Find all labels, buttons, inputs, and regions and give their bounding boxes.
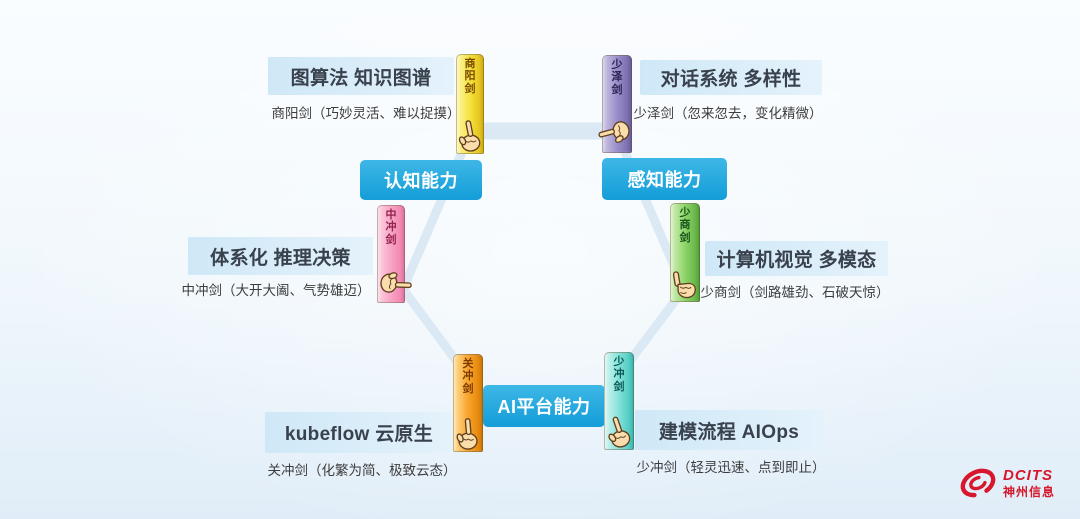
ability-box-ai-platform: AI平台能力 <box>483 385 605 427</box>
dcits-company-name: 神州信息 <box>1003 485 1056 499</box>
sword-bar-zhongchong: 中冲剑 <box>377 205 412 303</box>
capability-title-kubeflow: kubeflow 云原生 <box>265 412 453 453</box>
sword-caption-shaoze: 少泽剑（忽来忽去，变化精微） <box>633 106 823 121</box>
sword-caption-guanchong: 关冲剑（化繁为简、极致云态） <box>267 463 457 478</box>
sword-name-label: 少冲剑 <box>613 356 625 393</box>
sword-name-label: 少商剑 <box>679 207 691 244</box>
pointing-hand-icon <box>458 120 481 152</box>
sword-name-label: 商阳剑 <box>464 58 476 95</box>
sword-bar-guanchong: 关冲剑 <box>453 354 483 452</box>
sword-caption-shaochong: 少冲剑（轻灵迅速、点到即止） <box>636 460 826 475</box>
capability-title-modeling: 建模流程 AIOps <box>635 410 823 450</box>
capability-title-computer-vision: 计算机视觉 多模态 <box>705 241 888 276</box>
sword-caption-zhongchong: 中冲剑（大开大阖、气势雄迈） <box>181 283 371 298</box>
sword-bar-shaoze: 少泽剑 <box>598 55 632 153</box>
capability-title-graph-algorithms: 图算法 知识图谱 <box>268 57 454 95</box>
sword-bar-shangyang: 商阳剑 <box>456 54 484 154</box>
sword-caption-shangyang: 商阳剑（巧妙灵活、难以捉摸） <box>271 106 461 121</box>
pointing-hand-icon <box>598 121 630 143</box>
ability-box-perception: 感知能力 <box>602 158 727 200</box>
dcits-logo: DCITS 神州信息 <box>957 464 1055 502</box>
dcits-brand: DCITS <box>1003 467 1053 484</box>
thumbs-up-hand-icon <box>672 271 696 299</box>
pointing-hand-icon <box>608 416 631 448</box>
sword-name-label: 关冲剑 <box>462 358 474 395</box>
sword-name-label: 中冲剑 <box>385 209 397 246</box>
sword-caption-shaoshang: 少商剑（剑路雄劲、石破天惊） <box>700 285 890 300</box>
sword-bar-shaoshang: 少商剑 <box>670 203 700 302</box>
pointing-hand-icon <box>456 418 478 450</box>
pointing-hand-icon <box>380 272 412 293</box>
ability-box-cognitive: 认知能力 <box>360 160 482 200</box>
capability-title-reasoning: 体系化 推理决策 <box>188 237 373 275</box>
dcits-logo-text: DCITS 神州信息 <box>1003 468 1055 498</box>
sword-bar-shaochong: 少冲剑 <box>604 352 634 450</box>
sword-name-label: 少泽剑 <box>611 59 623 96</box>
dcits-swirl-icon <box>960 468 996 498</box>
capability-title-dialog-systems: 对话系统 多样性 <box>640 60 822 95</box>
